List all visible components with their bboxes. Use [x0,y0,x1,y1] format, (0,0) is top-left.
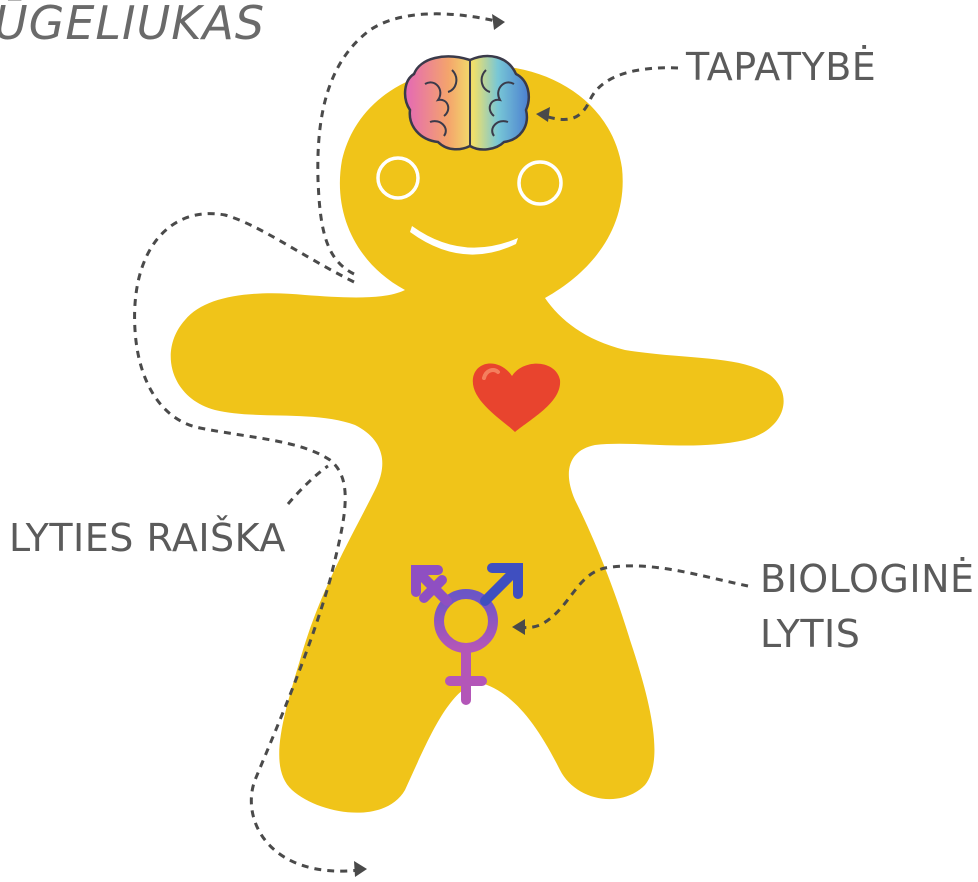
biological-label-line2: LYTIS [760,607,975,662]
diagram-title: ŪGELIUKAS [0,0,265,46]
biological-label-line1: BIOLOGINĖ [760,552,975,607]
brain-icon [405,56,529,149]
biological-sex-label: BIOLOGINĖ LYTIS [760,552,975,662]
expression-label: LYTIES RAIŠKA [9,519,286,557]
expression-pointer [288,466,328,504]
identity-label: TAPATYBĖ [686,48,876,86]
